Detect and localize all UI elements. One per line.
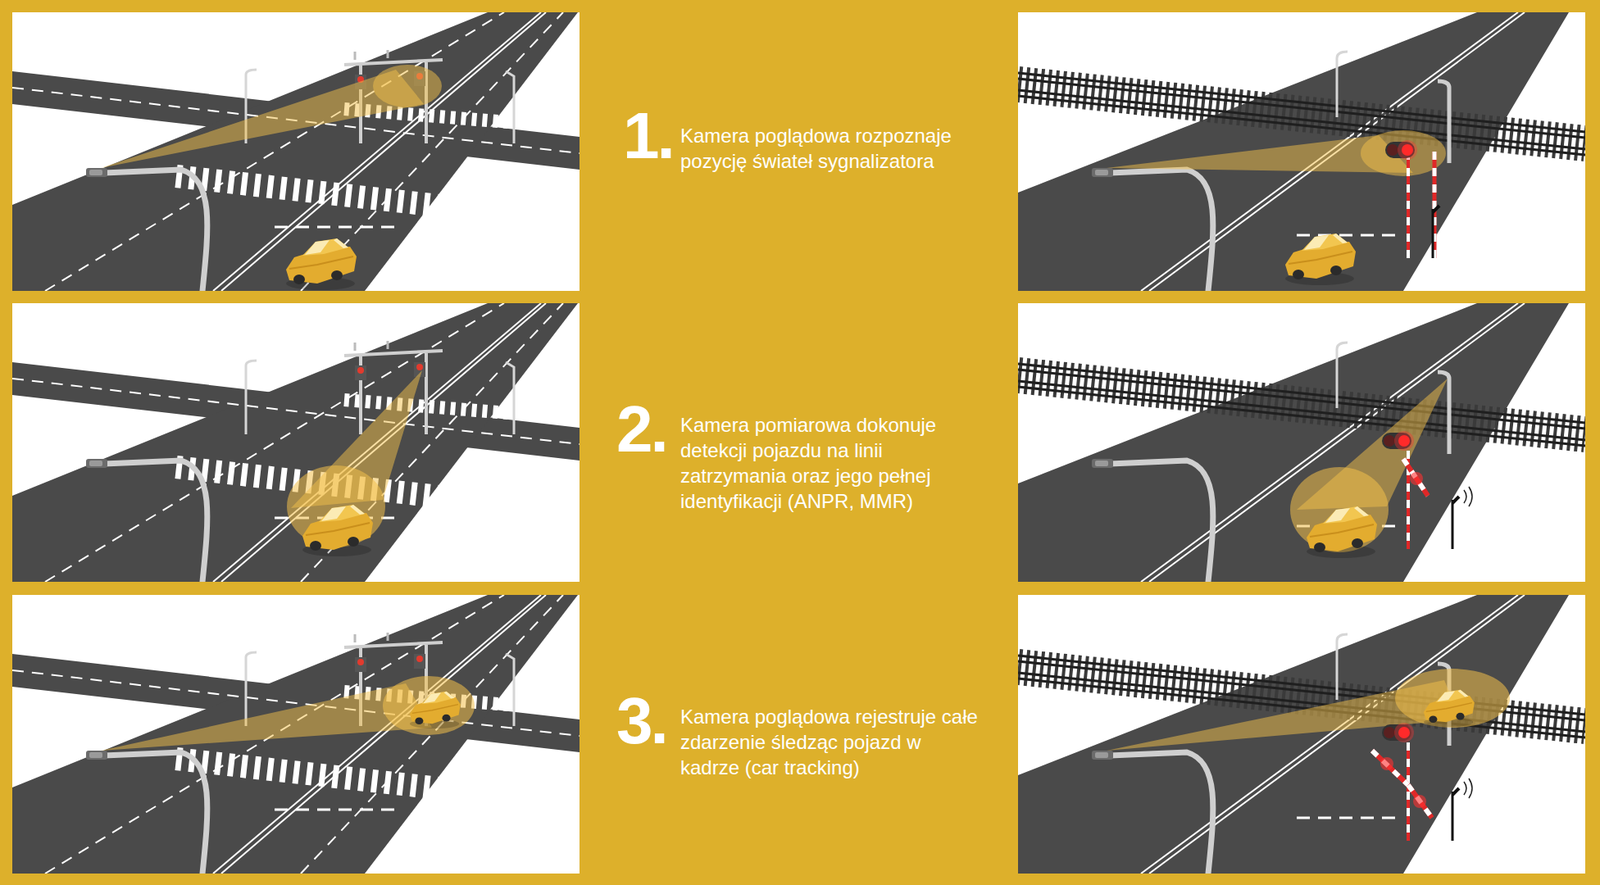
step-description: Kamera poglądowa rozpoznaje pozycję świa…	[680, 122, 984, 174]
railway-panel	[1018, 303, 1586, 582]
intersection-panel	[12, 595, 580, 874]
intersection-panel	[12, 12, 580, 291]
railway-panel	[1018, 12, 1586, 291]
step-description: Kamera pomiarowa dokonuje detekcji pojaz…	[680, 412, 984, 514]
railway-panel	[1018, 595, 1586, 874]
step-number: 1.	[622, 103, 673, 169]
step-number: 2.	[616, 396, 667, 463]
step-description: Kamera poglądowa rejestruje całe zdarzen…	[680, 704, 984, 781]
intersection-panel	[12, 303, 580, 582]
step-number: 3.	[616, 688, 667, 755]
